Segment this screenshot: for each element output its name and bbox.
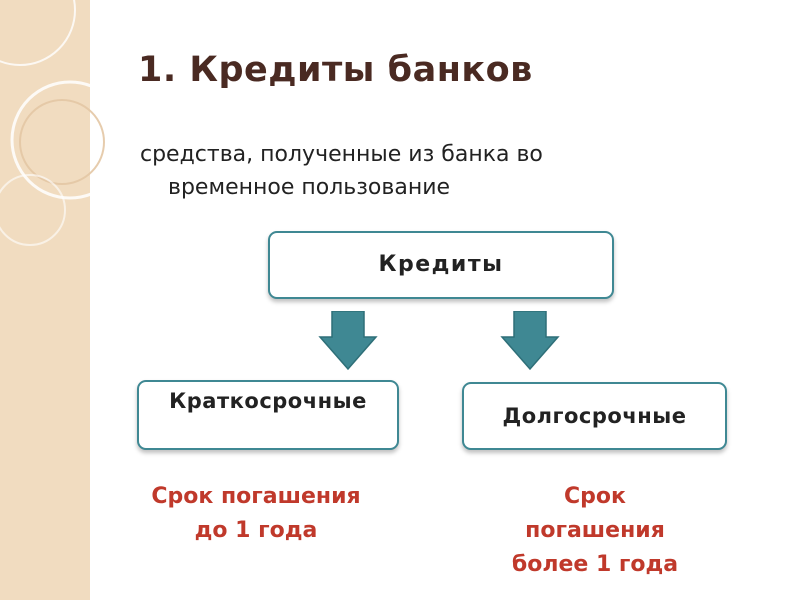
- note-short-term: Срок погашения до 1 года: [110, 480, 402, 548]
- side-band: [0, 0, 90, 600]
- decorative-rings: [0, 0, 130, 246]
- note-long-line-2: погашения: [525, 518, 665, 543]
- node-short-term: Краткосрочные: [137, 380, 399, 450]
- node-long-term: Долгосрочные: [462, 382, 727, 450]
- note-long-line-1: Срок: [564, 484, 626, 509]
- note-short-line-2: до 1 года: [194, 518, 318, 543]
- root-node-credits: Кредиты: [268, 231, 614, 299]
- down-arrow-right-icon: [500, 311, 560, 371]
- subtitle-line-1: средства, полученные из банка во: [140, 142, 543, 167]
- subtitle-line-2: временное пользование: [168, 175, 451, 200]
- note-long-line-3: более 1 года: [511, 552, 679, 577]
- note-long-term: Срок погашения более 1 года: [480, 480, 710, 582]
- slide-title: 1. Кредиты банков: [138, 50, 533, 90]
- down-arrow-left-icon: [318, 311, 378, 371]
- note-short-line-1: Срок погашения: [151, 484, 361, 509]
- slide-subtitle: средства, полученные из банка во временн…: [112, 138, 700, 204]
